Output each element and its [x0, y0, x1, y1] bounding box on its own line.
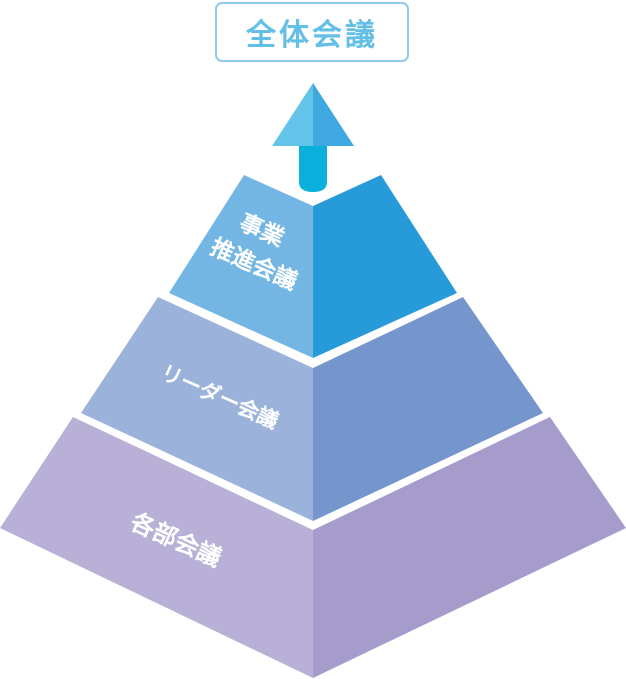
layer-3-left-face — [0, 417, 313, 678]
layer-2-right-face — [313, 297, 543, 521]
layer-2-left-face — [81, 297, 313, 521]
pyramid-layer-1: 事業 推進会議 — [169, 175, 457, 358]
top-meeting-label: 全体会議 — [246, 18, 378, 53]
up-arrow-icon — [272, 83, 354, 192]
arrow-head-right — [313, 83, 354, 146]
layer-1-left-face — [169, 175, 313, 358]
layer-3-right-face — [313, 417, 626, 678]
top-meeting-box: 全体会議 — [215, 2, 409, 62]
layer-1-right-face — [313, 175, 457, 358]
pyramid-layer-3: 各部会議 — [0, 417, 626, 678]
arrow-head-left — [272, 83, 313, 146]
pyramid-layer-2: リーダー会議 — [81, 297, 543, 521]
